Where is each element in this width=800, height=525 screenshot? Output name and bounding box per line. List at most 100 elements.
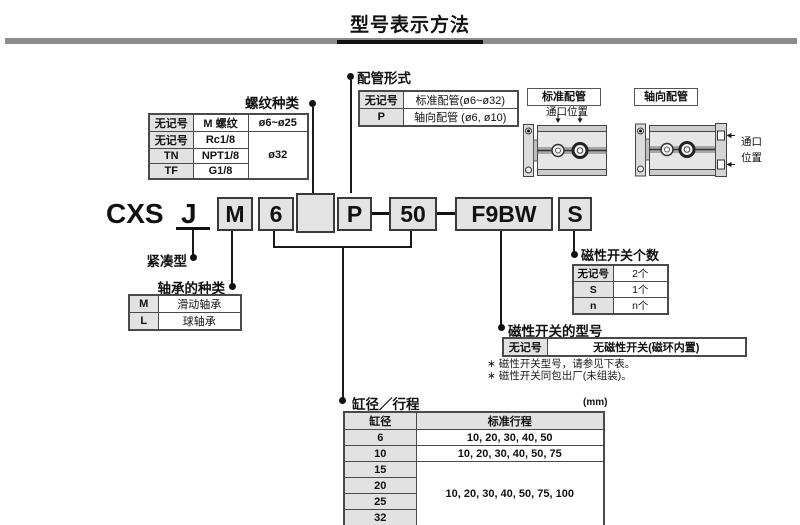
cell: 标准配管(ø6~ø32)	[402, 90, 519, 109]
table-row: M 滑动轴承	[128, 294, 242, 313]
cell: 10, 20, 30, 40, 50	[415, 429, 605, 446]
axial-piping-cylinder-diagram	[635, 123, 735, 177]
model-dash	[369, 212, 390, 215]
connector-line	[312, 107, 314, 193]
table-row: TF G1/8	[148, 163, 308, 180]
cell: G1/8	[192, 163, 249, 180]
cell: 10, 20, 30, 40, 50, 75, 100	[415, 461, 605, 525]
connector-line	[350, 80, 352, 193]
table-row: TN NPT1/8	[148, 148, 308, 164]
cell: 15	[343, 461, 417, 478]
table-row: 6 10, 20, 30, 40, 50	[343, 429, 605, 446]
table-row: 20	[343, 477, 604, 494]
standard-piping-label: 标准配管	[527, 88, 601, 106]
connector-dot	[498, 324, 505, 331]
cell: M 螺纹	[192, 113, 249, 132]
cell: ø32	[247, 131, 309, 180]
model-box-switch-count: S	[558, 197, 592, 231]
piping-type-table: 无记号 标准配管(ø6~ø32) P 轴向配管 (ø6, ø10)	[358, 90, 519, 127]
cell: M	[128, 294, 159, 313]
cell: 6	[343, 429, 417, 446]
standard-piping-cylinder-diagram	[523, 113, 607, 177]
column-header: 缸径	[343, 411, 417, 430]
thread-section-title: 螺纹种类	[245, 96, 299, 111]
cell: 无记号	[572, 264, 614, 282]
piping-section-title: 配管形式	[357, 71, 411, 86]
bore-stroke-section-title: 缸径／行程	[352, 397, 420, 412]
unit-label: (mm)	[583, 397, 608, 408]
table-row: L 球轴承	[128, 312, 242, 331]
axial-port-label-line2: 位置	[741, 152, 762, 164]
switch-count-table: 无记号 2个 S 1个 n n个	[572, 264, 669, 315]
cell: n	[572, 297, 614, 315]
model-compact-letter: J	[181, 198, 197, 229]
table-row: P 轴向配管 (ø6, ø10)	[358, 108, 519, 127]
cell: 32	[343, 509, 417, 525]
cell: 滑动轴承	[157, 294, 242, 313]
table-row: 缸径 标准行程	[343, 411, 605, 430]
connector-line	[573, 231, 575, 254]
connector-line	[500, 231, 502, 326]
cell: 无记号	[148, 131, 194, 149]
cell: 轴向配管 (ø6, ø10)	[402, 108, 519, 127]
switch-count-section-title: 磁性开关个数	[581, 248, 660, 263]
compact-letter-underline	[176, 227, 210, 230]
connector-line	[231, 231, 233, 286]
switch-model-section-title: 磁性开关的型号	[508, 324, 603, 339]
connector-line	[342, 246, 344, 399]
switch-model-table: 无记号 无磁性开关(磁环内置)	[502, 337, 747, 357]
cell: 10	[343, 445, 417, 462]
column-header: 标准行程	[415, 411, 605, 430]
cell: P	[358, 108, 404, 127]
cell: TN	[148, 148, 194, 164]
model-box-bore: 6	[258, 197, 294, 231]
connector-dot	[347, 73, 354, 80]
connector-line	[273, 231, 275, 248]
table-row: 无记号 Rc1/8 ø32	[148, 131, 309, 180]
bearing-section-title: 轴承的种类	[157, 281, 226, 296]
table-row: 无记号 标准配管(ø6~ø32)	[358, 90, 519, 109]
table-row: 25	[343, 493, 604, 510]
axial-piping-label: 轴向配管	[634, 88, 698, 106]
cell: TF	[148, 163, 194, 180]
cell: 20	[343, 477, 417, 494]
model-series-text: CXS	[106, 198, 164, 229]
table-row: 15 10, 20, 30, 40, 50, 75, 100	[343, 461, 605, 525]
cell: S	[572, 281, 614, 298]
cell: Rc1/8	[192, 131, 249, 149]
connector-dot	[190, 254, 197, 261]
bearing-type-table: M 滑动轴承 L 球轴承	[128, 294, 242, 331]
model-box-bearing: M	[217, 197, 253, 231]
model-dash	[434, 212, 456, 215]
connector-line	[192, 230, 194, 257]
connector-dot	[571, 251, 578, 258]
cell: 无磁性开关(磁环内置)	[546, 337, 747, 357]
connector-dot	[309, 100, 316, 107]
table-row: 10 10, 20, 30, 40, 50, 75	[343, 445, 605, 462]
cell: 1个	[612, 281, 669, 298]
switch-note-2: ∗ 磁性开关同包出厂(未组装)。	[487, 370, 632, 382]
cell: L	[128, 312, 159, 331]
cell: 无记号	[148, 113, 194, 132]
bore-stroke-table: 缸径 标准行程 6 10, 20, 30, 40, 50 10 10, 20, …	[343, 411, 605, 525]
connector-dot	[229, 283, 236, 290]
table-row: n n个	[572, 297, 669, 315]
connector-dot	[339, 397, 346, 404]
model-box-switch-model: F9BW	[455, 197, 553, 231]
cell: 无记号	[502, 337, 548, 357]
cell: ø6~ø25	[247, 113, 309, 132]
compact-type-label: 紧凑型	[146, 254, 188, 269]
thread-type-table: 无记号 M 螺纹 ø6~ø25 无记号 Rc1/8 ø32 TN NPT1/8 …	[148, 113, 309, 180]
cell: 球轴承	[157, 312, 242, 331]
connector-line	[410, 231, 412, 248]
cell: n个	[612, 297, 669, 315]
cell: 2个	[612, 264, 669, 282]
model-box-stroke: 50	[389, 197, 437, 231]
axial-port-label-line1: 通口	[741, 136, 762, 148]
model-box-piping: P	[337, 197, 372, 231]
table-row: S 1个	[572, 281, 669, 298]
table-row: 无记号 M 螺纹 ø6~ø25	[148, 113, 309, 132]
model-box-thread-empty	[296, 193, 335, 233]
port-position-label: 通口位置	[546, 106, 588, 118]
